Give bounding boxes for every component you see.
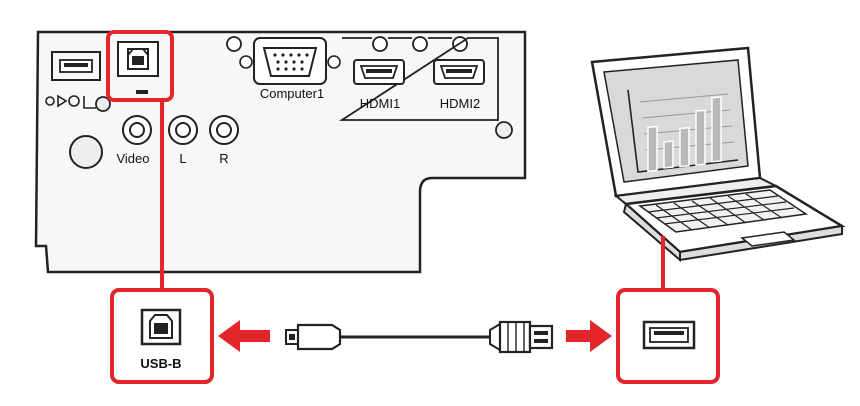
hdmi2-port [433,59,485,85]
audio-left-port-label: L [179,151,186,166]
usb-b-callout-label: USB-B [140,356,181,371]
audio-left-rca-jack [168,115,198,145]
vga-port-computer1 [239,37,341,85]
laptop-screen [603,59,749,183]
laptop-icon [590,46,846,263]
panel-screw [95,96,111,112]
audio-right-port-label: R [219,151,228,166]
hdmi-port-group [338,37,499,121]
laptop-screen-chart [627,89,739,173]
video-port-label: Video [116,151,149,166]
usb-symbol-icon [45,94,96,109]
usb-a-callout [616,288,720,384]
video-rca-jack [122,115,152,145]
usb-b-port-panel [117,41,159,94]
hdmi1-port-label: HDMI1 [360,96,400,111]
usb-b-port-highlight [106,30,174,102]
usb-a-port-icon [642,320,696,350]
computer1-port-label: Computer1 [260,86,324,101]
panel-screw [412,36,428,52]
usb-cable [285,320,554,354]
arrow-left-icon [218,320,270,352]
panel-screw [495,121,513,139]
hdmi2-port-label: HDMI2 [440,96,480,111]
hdmi1-port [353,59,405,85]
audio-right-rca-jack [209,115,239,145]
laptop-touchpad [740,231,796,247]
panel-grommet [69,135,103,169]
panel-screw [372,36,388,52]
panel-screw [226,36,242,52]
projector-panel-outline [34,30,527,274]
laptop-keyboard [638,189,809,233]
usb-a-port-panel [51,51,101,81]
usb-b-plug [285,323,342,351]
usb-a-plug [489,320,554,354]
projector-rear-panel: Computer1 HDMI1 HDMI2 [34,30,527,274]
usb-b-callout: USB-B [110,288,214,384]
arrow-right-icon [566,320,612,352]
